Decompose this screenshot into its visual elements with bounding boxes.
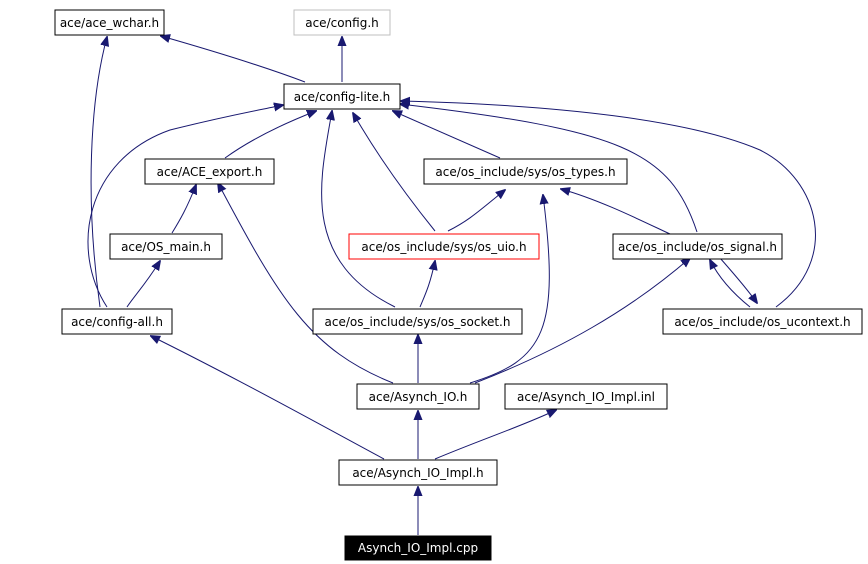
node-asynch-io-impl-inl[interactable]: ace/Asynch_IO_Impl.inl [504,383,668,410]
node-os-socket[interactable]: ace/os_include/sys/os_socket.h [312,308,523,335]
edge-os-signal-to-os-types [561,189,671,235]
node-label: ace/config-lite.h [294,90,391,104]
edge-config-all-to-os-main [126,261,160,308]
node-label: ace/Asynch_IO_Impl.inl [517,390,655,404]
node-label: ace/os_include/sys/os_uio.h [361,240,526,254]
node-os-types[interactable]: ace/os_include/sys/os_types.h [423,158,628,185]
node-config[interactable]: ace/config.h [293,9,391,36]
node-label: ace/OS_main.h [121,240,211,254]
edge-os-ucontext-to-config-lite [401,101,816,308]
node-label: ace/Asynch_IO_Impl.h [352,466,483,480]
node-asynch-io-impl[interactable]: ace/Asynch_IO_Impl.h [338,459,498,486]
node-label: Asynch_IO_Impl.cpp [358,541,478,555]
node-os-main[interactable]: ace/OS_main.h [109,233,223,260]
node-label: ace/os_include/os_signal.h [618,240,777,254]
node-ace-wchar[interactable]: ace/ace_wchar.h [54,9,165,36]
node-os-signal[interactable]: ace/os_include/os_signal.h [612,233,783,260]
edge-os-ucontext-to-os-signal [710,260,751,308]
edge-config-all-to-config-lite [87,105,283,308]
edge-os-types-to-config-lite [393,111,501,159]
edge-layer [87,36,816,535]
edge-os-uio-to-os-types [447,190,505,232]
edge-os-uio-to-config-lite [353,113,436,232]
node-config-all[interactable]: ace/config-all.h [61,308,173,335]
edge-asynch-io-to-os-types [469,195,550,384]
edge-asynch-io-impl-to-asynch-io-inl [434,410,556,460]
node-root-asynch-io-impl-cpp[interactable]: Asynch_IO_Impl.cpp [344,535,492,561]
node-os-ucontext[interactable]: ace/os_include/os_ucontext.h [662,308,863,335]
edge-ace-export-to-config-lite [224,111,316,159]
node-label: ace/os_include/sys/os_socket.h [325,315,511,329]
node-os-uio[interactable]: ace/os_include/sys/os_uio.h [348,233,540,260]
node-label: ace/ACE_export.h [157,165,263,179]
node-config-lite[interactable]: ace/config-lite.h [283,83,401,110]
edge-os-signal-to-os-ucontext [719,257,757,303]
edge-asynch-io-to-os-signal [474,258,690,384]
edge-os-socket-to-config-lite [321,111,396,308]
edge-asynch-io-to-ace-export [218,183,394,384]
node-layer: ace/ace_wchar.h ace/config.h ace/config-… [54,9,863,561]
node-asynch-io[interactable]: ace/Asynch_IO.h [356,383,480,410]
node-ace-export[interactable]: ace/ACE_export.h [144,158,275,185]
edge-config-lite-to-ace-wchar [161,36,306,83]
node-label: ace/os_include/sys/os_types.h [435,165,615,179]
node-label: ace/config-all.h [71,315,163,329]
edge-os-socket-to-os-uio [419,261,435,308]
edge-os-signal-to-config-lite [400,104,698,233]
node-label: ace/config.h [305,16,379,30]
edge-os-main-to-ace-export [171,185,196,234]
node-label: ace/Asynch_IO.h [369,390,468,404]
edge-config-all-to-ace-wchar [90,37,107,308]
node-label: ace/ace_wchar.h [60,16,159,30]
node-label: ace/os_include/os_ucontext.h [674,315,850,329]
edge-asynch-io-impl-to-config-all [151,336,385,460]
